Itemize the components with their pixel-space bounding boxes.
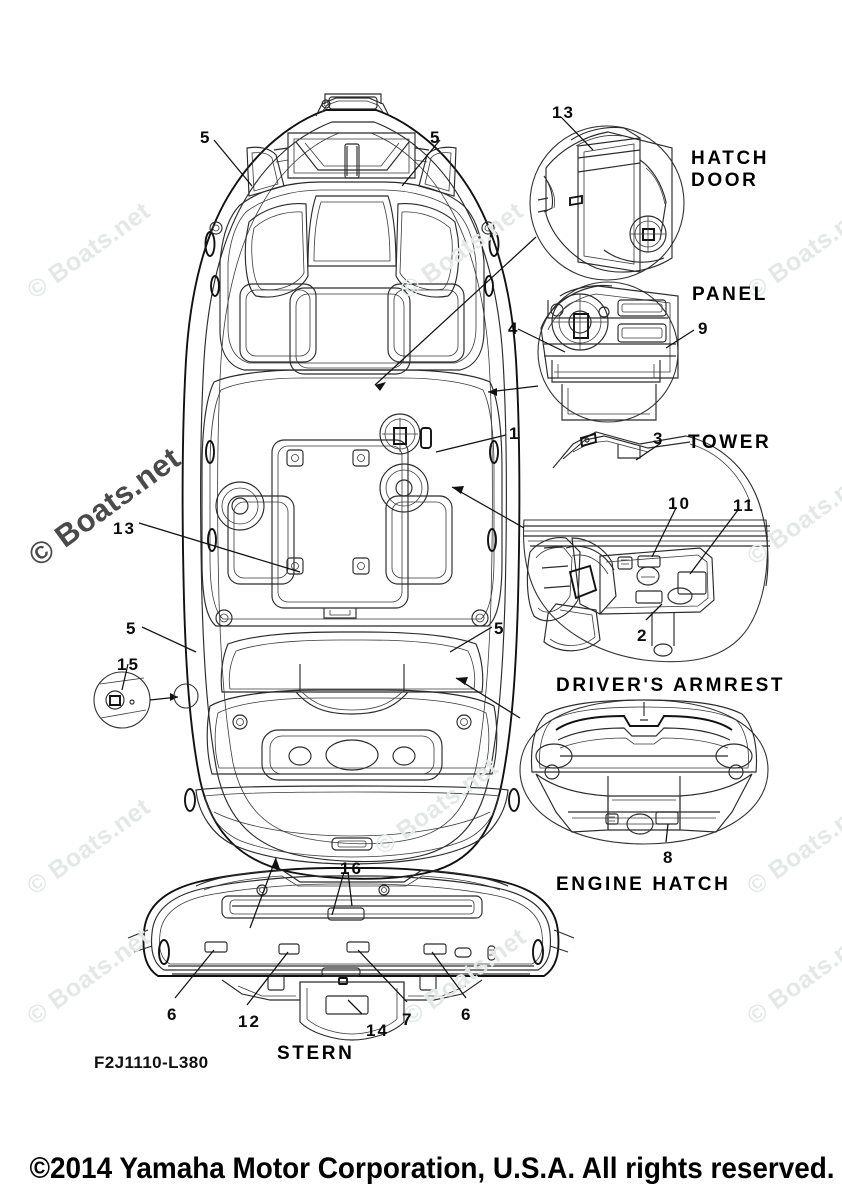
main-view-callout-leaders — [121, 139, 507, 691]
callout-2: 2 — [637, 626, 649, 645]
section-title-panel: PANEL — [692, 284, 768, 305]
stern-view — [127, 857, 575, 1041]
section-title-engine-hatch: ENGINE HATCH — [556, 874, 731, 895]
callout-5: 5 — [126, 619, 138, 638]
section-title-hatch-door: HATCH DOOR — [691, 148, 769, 193]
detail-circle-drivers-armrest — [451, 486, 770, 663]
callout-10: 10 — [668, 494, 691, 513]
callout-16: 16 — [340, 859, 363, 878]
callout-8: 8 — [663, 848, 675, 867]
callout-4: 4 — [508, 319, 520, 338]
callout-13: 13 — [552, 103, 575, 122]
section-title-stern: STERN — [277, 1043, 355, 1064]
detail-circle-15 — [93, 671, 199, 729]
callout-6: 6 — [461, 1005, 473, 1024]
section-title-tower: TOWER — [688, 432, 772, 453]
callout-7: 7 — [402, 1010, 414, 1029]
callout-5: 5 — [494, 619, 506, 638]
hatch-door-line-1: HATCH — [691, 148, 770, 169]
callout-12: 12 — [238, 1012, 261, 1031]
callout-1: 1 — [509, 424, 521, 443]
detail-circle-panel — [487, 281, 695, 423]
callout-6: 6 — [167, 1005, 179, 1024]
callout-11: 11 — [733, 496, 755, 515]
section-title-drivers-armrest: DRIVER'S ARMREST — [556, 675, 786, 696]
callout-9: 9 — [698, 319, 710, 338]
callout-5: 5 — [200, 128, 212, 147]
callout-3: 3 — [653, 429, 665, 448]
detail-tower — [552, 431, 769, 587]
copyright-footer: ©2014 Yamaha Motor Corporation, U.S.A. A… — [29, 1152, 835, 1185]
part-number: F2J1110-L380 — [94, 1053, 209, 1072]
hatch-door-line-2: DOOR — [691, 170, 759, 192]
detail-circle-hatch-door — [374, 116, 685, 391]
callout-13: 13 — [113, 519, 136, 538]
detail-engine-hatch — [455, 677, 769, 845]
main-boat-deck-view — [181, 93, 521, 880]
callout-15: 15 — [117, 655, 140, 674]
callout-5: 5 — [430, 128, 442, 147]
callout-14: 14 — [366, 1021, 389, 1040]
